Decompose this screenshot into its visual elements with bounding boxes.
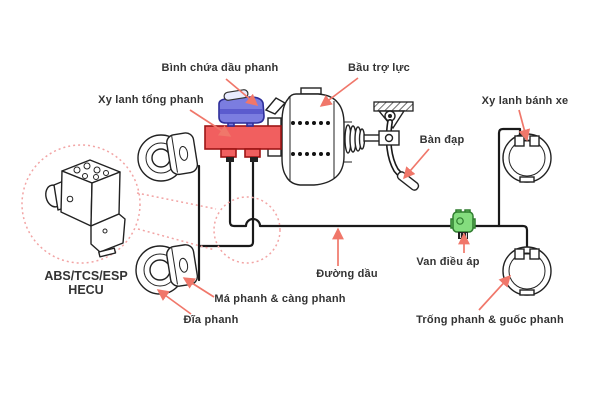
booster-top-bracket <box>300 87 322 95</box>
leader-ma-phanh <box>182 277 215 298</box>
wheel-cylinder-right-half <box>529 248 540 260</box>
abs-callout <box>21 144 281 264</box>
wheel-cylinder-right-half <box>529 135 540 147</box>
leader-lines <box>156 77 531 315</box>
caliper-bottom-left <box>166 244 199 287</box>
master-cylinder-port-right <box>244 148 261 158</box>
drum-anchor <box>519 176 535 183</box>
abs-lower-block <box>90 213 126 253</box>
label-binh-chua-dau-phanh: Bình chứa dầu phanh <box>161 62 279 74</box>
pipe-fitting-left <box>226 157 234 162</box>
abs-label-line1: ABS/TCS/ESP <box>44 269 128 283</box>
leader-trong-phanh <box>478 274 512 311</box>
wheel-cylinder-left-half <box>514 135 525 147</box>
drum-brake-bottom-right <box>502 246 552 296</box>
magnifier-circle-large <box>21 144 141 264</box>
booster-output-bellows <box>344 124 366 154</box>
brake-line-rear-circuit <box>228 156 529 250</box>
abs-hecu-drawing <box>45 159 126 258</box>
drum-brake-top-right <box>502 133 552 183</box>
label-xy-lanh-tong-phanh: Xy lanh tổng phanh <box>98 94 204 106</box>
leader-ban-dap <box>403 148 430 180</box>
reservoir-band <box>220 109 263 114</box>
master-cylinder-body <box>204 125 282 150</box>
label-van-dieu-ap: Van điều áp <box>416 256 480 268</box>
drum-anchor <box>519 289 535 296</box>
leader-bau-tro-luc <box>319 77 359 107</box>
brake-line-front-circuit <box>197 156 255 248</box>
pipe-fitting-right <box>250 157 258 162</box>
leader-dia-phanh <box>156 289 192 315</box>
leader-binh-chua-dau-phanh <box>225 78 259 106</box>
hydraulic-lines <box>197 127 529 282</box>
abs-label-line2: HECU <box>68 283 104 297</box>
label-abs-hecu: ABS/TCS/ESP HECU <box>44 269 127 297</box>
label-bau-tro-luc: Bầu trợ lực <box>348 62 410 74</box>
caliper-top-left <box>166 132 199 176</box>
label-dia-phanh: Đĩa phanh <box>183 314 239 326</box>
brake-booster <box>264 87 383 186</box>
magnifier-tangent-top <box>136 192 217 210</box>
label-trong-phanh-guoc-phanh: Trống phanh & guốc phanh <box>416 314 564 326</box>
label-ban-dap: Bàn đạp <box>419 134 465 146</box>
booster-bolt-dots <box>291 121 330 156</box>
disc-brake-bottom-left <box>135 244 199 295</box>
label-ma-phanh-cang-phanh: Má phanh & càng phanh <box>214 293 346 305</box>
abs-foot <box>98 247 117 258</box>
brake-line-branch-top-right <box>497 127 522 228</box>
leader-xy-lanh-banh-xe <box>518 109 531 142</box>
proportioning-valve <box>450 209 476 239</box>
master-cylinder-port-left <box>220 148 237 158</box>
label-xy-lanh-banh-xe: Xy lanh bánh xe <box>481 95 569 107</box>
magnifier-circle-small <box>213 196 281 264</box>
leader-xy-lanh-tong-phanh <box>189 109 232 137</box>
booster-shell <box>281 93 345 186</box>
brake-pedal-assembly <box>373 101 420 191</box>
magnifier-tangent-bottom <box>137 228 216 251</box>
label-duong-dau: Đường dầu <box>316 268 378 280</box>
wheel-cylinder-left-half <box>514 248 525 260</box>
abs-solenoid-caps <box>66 162 109 234</box>
pedal-mount-hatched <box>373 101 414 112</box>
disc-brake-top-left <box>137 132 199 182</box>
